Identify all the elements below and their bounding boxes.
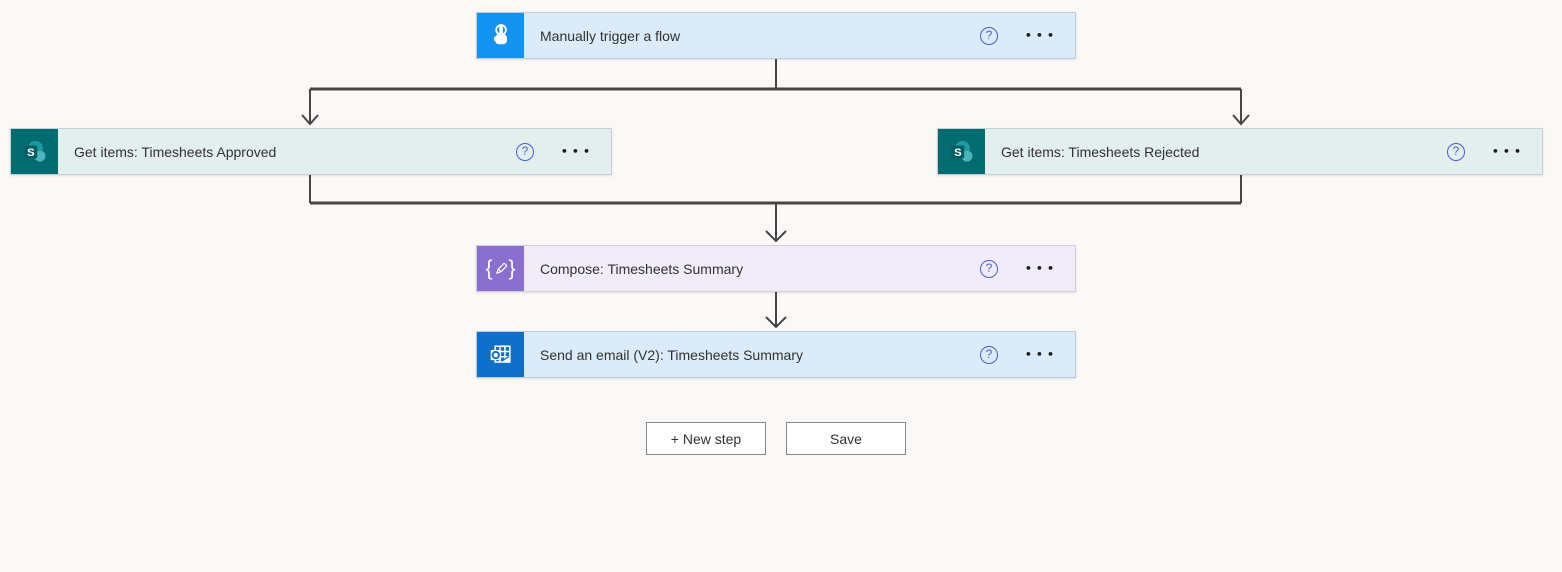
step-title: Manually trigger a flow: [540, 27, 681, 44]
step-title: Get items: Timesheets Rejected: [1001, 143, 1200, 160]
sharepoint-icon: S: [11, 129, 58, 174]
help-icon[interactable]: ?: [1446, 142, 1465, 161]
flow-step-card-get-items-rejected[interactable]: S Get items: Timesheets Rejected ? •••: [937, 128, 1543, 175]
help-icon[interactable]: ?: [979, 26, 998, 45]
flow-step-card-compose[interactable]: { } Compose: Timesheets Summary ? •••: [476, 245, 1076, 292]
sharepoint-logo-glyph: S: [24, 140, 45, 162]
hand-tap-glyph: [493, 24, 507, 45]
help-icon[interactable]: ?: [515, 142, 534, 161]
manual-trigger-icon: [477, 13, 524, 58]
svg-text:S: S: [27, 147, 35, 159]
step-menu-icon[interactable]: •••: [1023, 258, 1060, 279]
pencil-glyph: [495, 262, 507, 274]
step-title: Compose: Timesheets Summary: [540, 260, 744, 277]
help-icon[interactable]: ?: [979, 259, 998, 278]
new-step-button[interactable]: + New step: [646, 422, 766, 455]
sharepoint-logo-glyph: S: [951, 140, 972, 162]
svg-text:S: S: [954, 147, 962, 159]
compose-icon: { }: [477, 246, 524, 291]
step-menu-icon[interactable]: •••: [1490, 141, 1527, 162]
step-menu-icon[interactable]: •••: [1023, 25, 1060, 46]
step-menu-icon[interactable]: •••: [1023, 344, 1060, 365]
flow-step-card-manual-trigger[interactable]: Manually trigger a flow ? •••: [476, 12, 1076, 59]
sharepoint-icon: S: [938, 129, 985, 174]
step-title: Get items: Timesheets Approved: [74, 143, 277, 160]
outlook-icon: [477, 332, 524, 377]
outlook-logo-glyph: [490, 344, 511, 363]
flow-step-card-send-email[interactable]: Send an email (V2): Timesheets Summary ?…: [476, 331, 1076, 378]
flow-step-card-get-items-approved[interactable]: S Get items: Timesheets Approved ? •••: [10, 128, 612, 175]
step-menu-icon[interactable]: •••: [559, 141, 596, 162]
save-button[interactable]: Save: [786, 422, 906, 455]
help-icon[interactable]: ?: [979, 345, 998, 364]
step-title: Send an email (V2): Timesheets Summary: [540, 346, 803, 363]
